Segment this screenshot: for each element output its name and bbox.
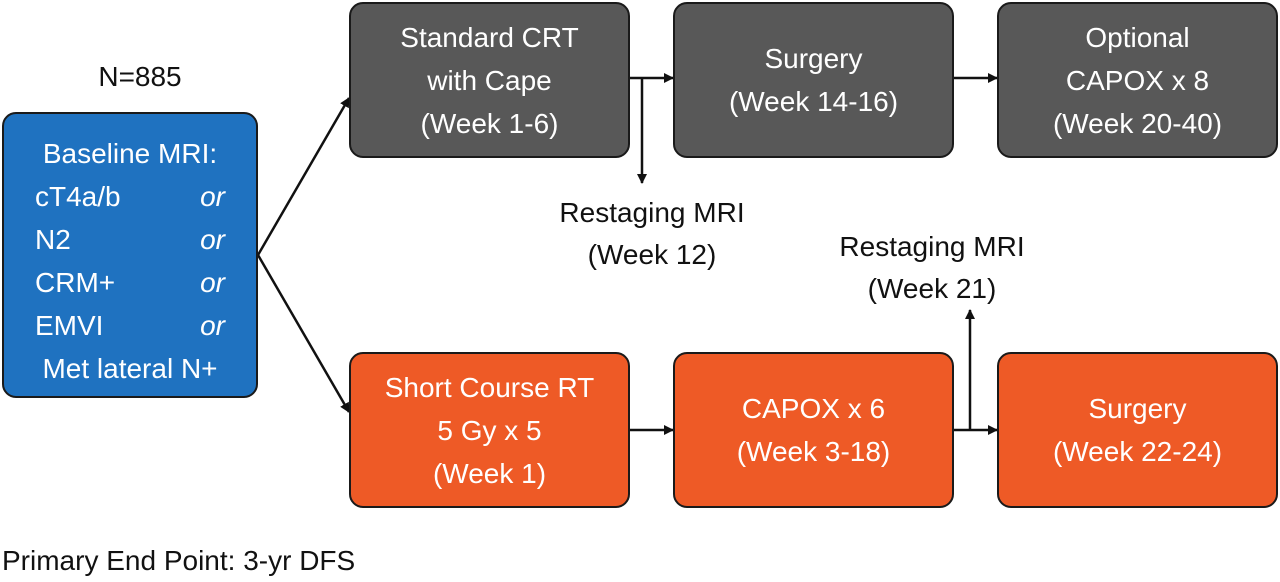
box-text-line: (Week 3-18) bbox=[736, 436, 891, 467]
criterion-row: CRM+ or bbox=[35, 261, 225, 304]
criterion-last: Met lateral N+ bbox=[42, 353, 218, 384]
criterion-or: or bbox=[200, 181, 225, 212]
baseline-title: Baseline MRI: bbox=[42, 138, 218, 169]
box-text-line: CAPOX x 6 bbox=[741, 393, 886, 424]
box-text-line: (Week 22-24) bbox=[1052, 436, 1223, 467]
box-text-line: Short Course RT bbox=[384, 371, 595, 403]
criterion-label: N2 bbox=[35, 224, 71, 255]
optional-capox-box: Optional CAPOX x 8 (Week 20-40) bbox=[997, 2, 1278, 158]
box-text-line: (Week 1-6) bbox=[420, 107, 559, 139]
short-course-rt-box: Short Course RT 5 Gy x 5 (Week 1) bbox=[349, 352, 630, 508]
baseline-mri-box: Baseline MRI: cT4a/b or N2 or CRM+ or EM… bbox=[2, 112, 258, 398]
primary-endpoint-label: Primary End Point: 3-yr DFS bbox=[2, 545, 356, 576]
label-line: (Week 12) bbox=[587, 239, 717, 270]
arrow-baseline-to-standard bbox=[256, 97, 351, 256]
experimental-surgery-box: Surgery (Week 22-24) bbox=[997, 352, 1278, 508]
restaging-week21-label: Restaging MRI (Week 21) bbox=[802, 226, 1062, 310]
box-text-line: 5 Gy x 5 bbox=[437, 414, 542, 446]
arrow-baseline-to-short-course bbox=[256, 254, 351, 413]
restaging-week12-label: Restaging MRI (Week 12) bbox=[522, 192, 782, 276]
sample-size-label: N=885 bbox=[98, 61, 182, 92]
standard-crt-box: Standard CRT with Cape (Week 1-6) bbox=[349, 2, 630, 158]
criterion-row: EMVI or bbox=[35, 304, 225, 347]
box-text-line: Standard CRT bbox=[400, 21, 579, 53]
criterion-row: N2 or bbox=[35, 218, 225, 261]
box-text-line: CAPOX x 8 bbox=[1065, 64, 1210, 96]
label-line: Restaging MRI bbox=[559, 197, 745, 228]
box-text-line: (Week 1) bbox=[432, 457, 547, 489]
box-text-line: with Cape bbox=[427, 64, 552, 96]
criterion-row: cT4a/b or bbox=[35, 175, 225, 218]
label-line: Restaging MRI bbox=[839, 231, 1025, 262]
box-text-line: Surgery bbox=[1088, 393, 1187, 424]
criterion-or: or bbox=[200, 224, 225, 255]
criterion-label: CRM+ bbox=[35, 267, 116, 298]
capox-x6-box: CAPOX x 6 (Week 3-18) bbox=[673, 352, 954, 508]
box-text-line: Surgery bbox=[764, 43, 863, 74]
criterion-label: cT4a/b bbox=[35, 181, 121, 212]
standard-surgery-box: Surgery (Week 14-16) bbox=[673, 2, 954, 158]
box-text-line: (Week 14-16) bbox=[728, 86, 899, 117]
criterion-or: or bbox=[200, 310, 225, 341]
label-line: (Week 21) bbox=[867, 273, 997, 304]
box-text-line: Optional bbox=[1085, 21, 1190, 53]
criterion-or: or bbox=[200, 267, 225, 298]
criterion-label: EMVI bbox=[35, 310, 104, 341]
box-text-line: (Week 20-40) bbox=[1052, 107, 1223, 139]
